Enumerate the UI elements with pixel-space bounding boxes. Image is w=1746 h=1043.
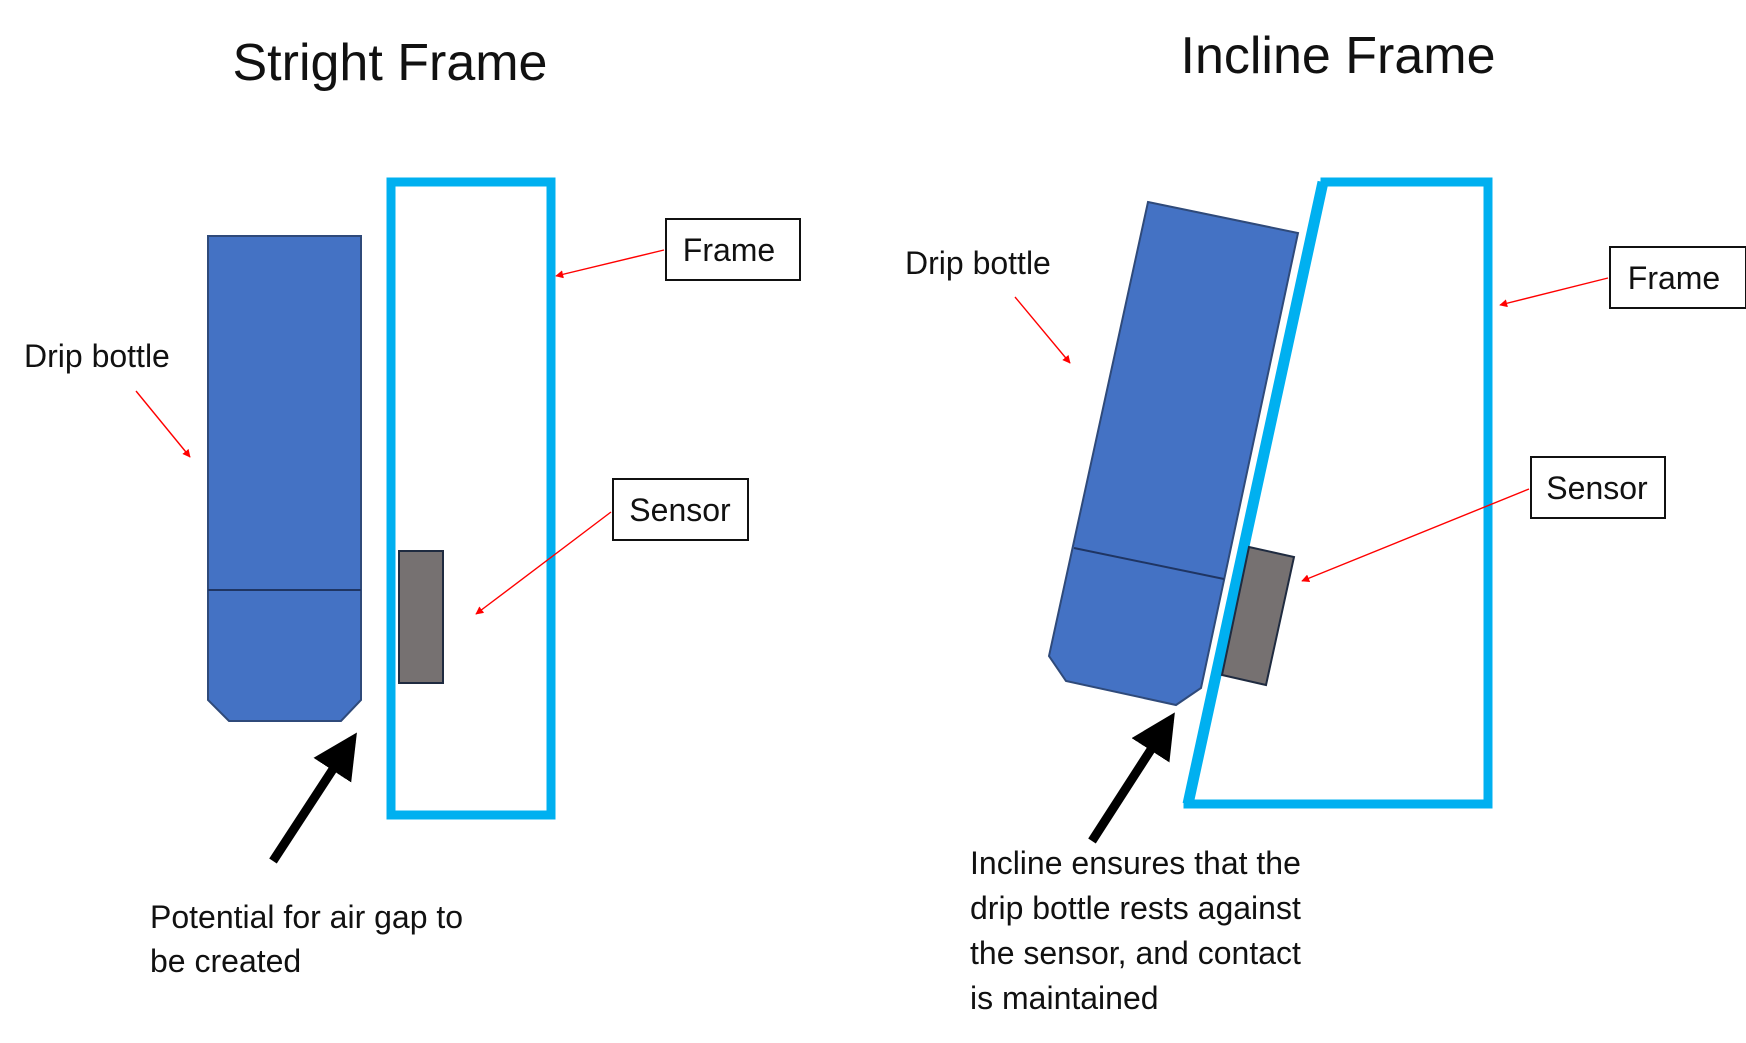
straight-frame-panel: Stright Frame Frame Drip bottle Sensor P… xyxy=(24,34,801,979)
incline-sensor-callout xyxy=(1530,456,1666,519)
incline-note-line-2: drip bottle rests against xyxy=(970,890,1301,926)
incline-frame-callout-label: Frame xyxy=(1628,260,1720,296)
straight-drip-bottle xyxy=(207,235,362,722)
incline-drip-bottle-pointer-arrow xyxy=(1014,296,1071,364)
straight-drip-bottle-label: Drip bottle xyxy=(24,338,170,374)
straight-air-gap-arrow xyxy=(269,732,357,864)
incline-sensor-pointer-arrow xyxy=(1301,488,1530,583)
incline-drip-bottle-label: Drip bottle xyxy=(905,245,1051,281)
straight-drip-bottle-pointer-arrow xyxy=(135,390,191,458)
incline-contact-note: Incline ensures that the drip bottle res… xyxy=(970,845,1310,1016)
straight-frame-title: Stright Frame xyxy=(233,34,548,92)
incline-drip-bottle xyxy=(1047,200,1300,707)
incline-note-line-3: the sensor, and contact xyxy=(970,935,1301,971)
incline-frame-callout xyxy=(1609,246,1746,309)
straight-sensor-pointer-arrow xyxy=(475,511,612,615)
incline-frame-slanted-side xyxy=(1182,180,1329,806)
straight-note-line-2: be created xyxy=(150,943,301,979)
straight-frame-pointer-arrow xyxy=(555,249,665,279)
incline-frame-title: Incline Frame xyxy=(1181,27,1496,85)
straight-note-line-1: Potential for air gap to xyxy=(150,899,463,935)
incline-note-line-1: Incline ensures that the xyxy=(970,845,1301,881)
straight-frame xyxy=(386,177,556,820)
incline-frame-pointer-arrow xyxy=(1499,277,1609,308)
straight-sensor-callout-label: Sensor xyxy=(629,492,731,528)
incline-frame xyxy=(1183,177,1493,809)
straight-air-gap-note: Potential for air gap to be created xyxy=(150,899,472,979)
incline-drip-bottle-divider xyxy=(1073,547,1225,580)
incline-note-line-4: is maintained xyxy=(970,980,1159,1016)
incline-contact-arrow xyxy=(1088,712,1175,844)
incline-frame-panel: Incline Frame Drip bottle Frame Sensor I… xyxy=(905,27,1746,1016)
incline-sensor xyxy=(1220,545,1296,687)
straight-frame-callout-label: Frame xyxy=(683,232,775,268)
straight-sensor-callout xyxy=(612,478,749,541)
straight-sensor xyxy=(398,550,444,684)
incline-sensor-callout-label: Sensor xyxy=(1546,470,1648,506)
straight-frame-callout xyxy=(665,218,801,281)
